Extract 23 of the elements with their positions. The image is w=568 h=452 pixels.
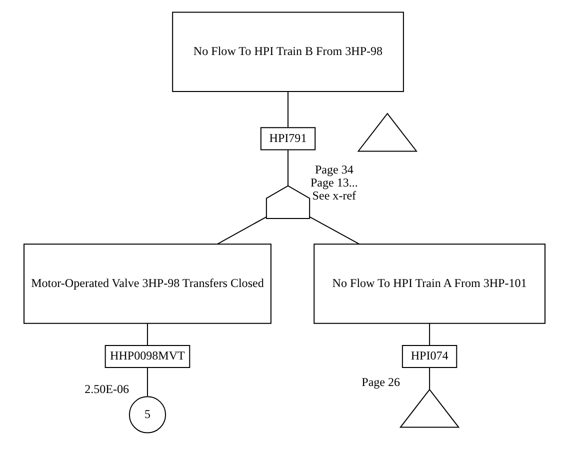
node-box: HPI791 [260, 127, 316, 150]
connector [428, 323, 430, 346]
connector [287, 150, 288, 186]
node-circle: 5 [128, 396, 166, 434]
connector [146, 368, 148, 396]
node-triangle [356, 112, 418, 152]
connector [216, 216, 266, 244]
node-triangle [398, 388, 460, 428]
node-box: No Flow To HPI Train A From 3HP-101 [313, 244, 545, 324]
node-label: Page 26 [361, 375, 400, 390]
connector [287, 92, 288, 128]
node-label: Page 34 [314, 162, 353, 176]
node-label: See x-ref [312, 188, 356, 202]
connector [146, 323, 148, 346]
node-label: Page 13... [310, 175, 358, 190]
node-box: No Flow To HPI Train B From 3HP-98 [172, 12, 404, 92]
node-box: HPI074 [401, 344, 457, 368]
node-gate [265, 185, 310, 220]
node-label: 2.50E-06 [84, 382, 129, 396]
connector [428, 368, 430, 390]
node-box: Motor-Operated Valve 3HP-98 Transfers Closed [23, 244, 271, 324]
node-box: HHP0098MVT [104, 344, 190, 368]
connector [309, 216, 359, 245]
